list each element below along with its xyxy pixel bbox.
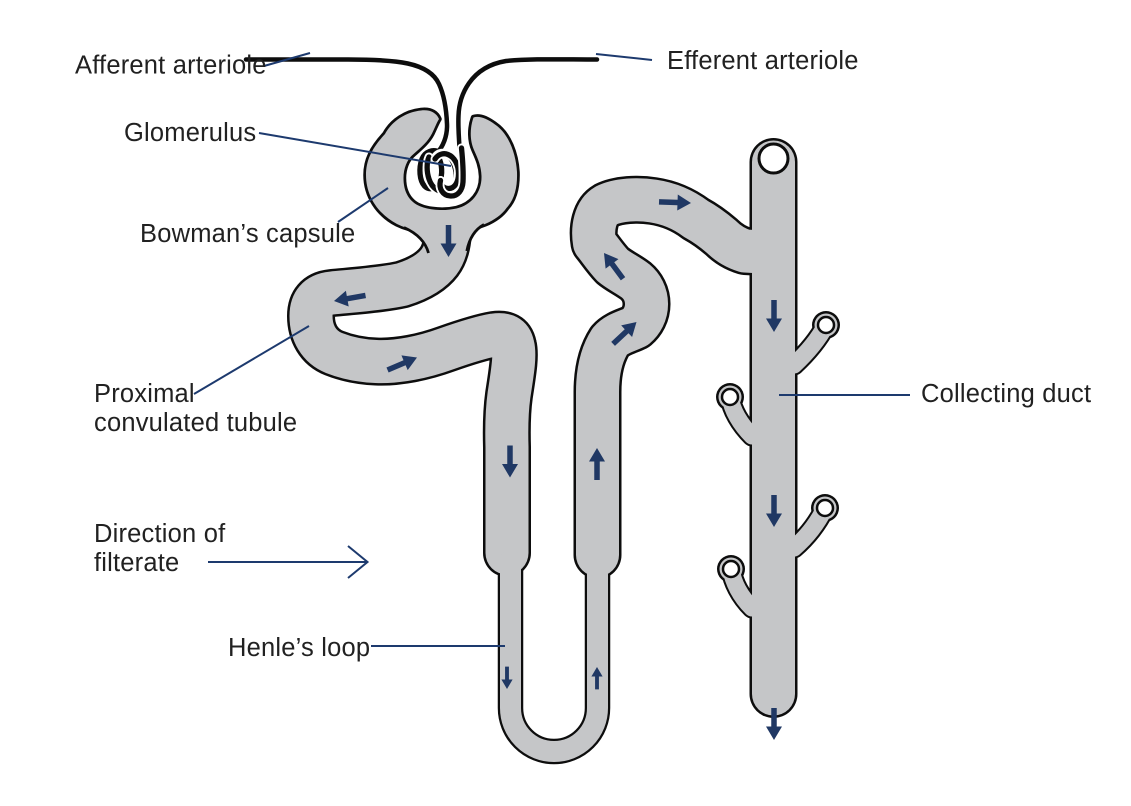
svg-text:Efferent arteriole: Efferent arteriole	[667, 47, 859, 75]
svg-text:Collecting duct: Collecting duct	[921, 380, 1091, 408]
svg-text:Direction of: Direction of	[94, 520, 226, 548]
svg-text:Bowman’s capsule: Bowman’s capsule	[140, 220, 355, 248]
svg-text:filterate: filterate	[94, 549, 179, 577]
svg-text:Glomerulus: Glomerulus	[124, 119, 256, 147]
svg-text:Afferent arteriole: Afferent arteriole	[75, 52, 267, 80]
svg-text:Henle’s loop: Henle’s loop	[228, 634, 370, 662]
svg-text:Proximal: Proximal	[94, 380, 195, 408]
svg-text:convulated tubule: convulated tubule	[94, 409, 297, 437]
